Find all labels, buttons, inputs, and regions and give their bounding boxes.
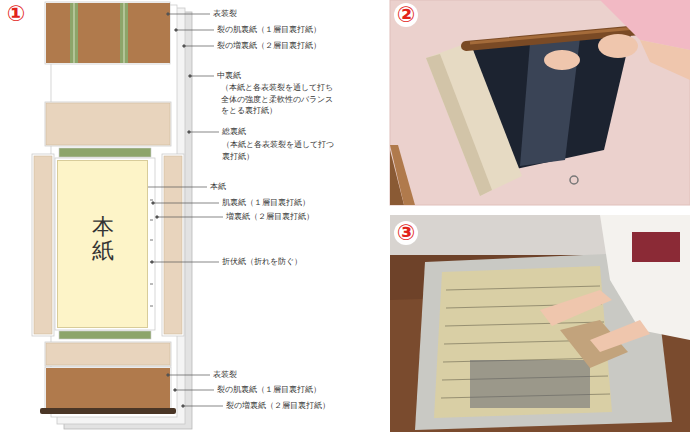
lining-sheet: [45, 367, 171, 411]
part-label: 増裏紙（２層目裏打紙）: [226, 211, 314, 223]
lining-sheet: [45, 342, 171, 366]
lining-sheet: [45, 102, 171, 146]
roller-rod: [40, 408, 176, 414]
vertical-title: 本紙: [92, 215, 114, 263]
callout-number: ①: [4, 2, 28, 26]
honshi-box: 本紙: [57, 160, 148, 328]
part-label: 裂の増裏紙（２層目裏打紙）: [217, 40, 321, 52]
ichimonji-strip: [59, 148, 151, 157]
part-label: 肌裏紙（１層目裏打紙）: [222, 197, 310, 209]
futai-line: [124, 3, 125, 63]
part-label: （本紙と各表装裂を通して打ち 全体の強度と柔軟性のバランス をとる裏打紙）: [221, 82, 343, 117]
fold-strip-ticks: [150, 200, 153, 306]
side-cloth: [34, 156, 52, 334]
futai-line: [74, 3, 75, 63]
part-label: 表装裂: [213, 369, 237, 381]
lining-sheet: [45, 2, 170, 64]
photo-lining-work: [390, 215, 690, 432]
callout-number: ③: [394, 221, 418, 245]
part-label: 裂の増裏紙（２層目裏打紙）: [226, 400, 330, 412]
callout-number: ②: [394, 3, 418, 27]
leader-lines: [137, 13, 223, 408]
mounting-cloth: [46, 103, 170, 145]
part-label: 裂の肌裏紙（１層目裏打紙）: [217, 24, 321, 36]
lining-sheet: [32, 154, 54, 336]
side-cloth: [164, 156, 182, 334]
lining-sheet: [55, 158, 155, 330]
part-label: 本紙: [210, 181, 226, 193]
futai-strip: [70, 3, 78, 63]
part-label: 折伏紙（折れを防ぐ）: [222, 256, 302, 268]
lining-sheet: [162, 154, 184, 336]
part-label: 裂の肌裏紙（１層目裏打紙）: [217, 384, 321, 396]
part-label: 表装裂: [213, 8, 237, 20]
part-label: 中裏紙: [217, 70, 241, 82]
photo-rolling-scroll: [390, 0, 690, 205]
futai-strip: [120, 3, 128, 63]
mounting-cloth: [46, 343, 170, 365]
ichimonji-strip: [59, 331, 151, 339]
mounting-cloth: [46, 368, 170, 410]
part-label: （本紙と各表装裂を通して打つ 裏打紙）: [222, 139, 344, 162]
mounting-cloth: [46, 3, 170, 63]
part-label: 総裏紙: [222, 126, 246, 138]
